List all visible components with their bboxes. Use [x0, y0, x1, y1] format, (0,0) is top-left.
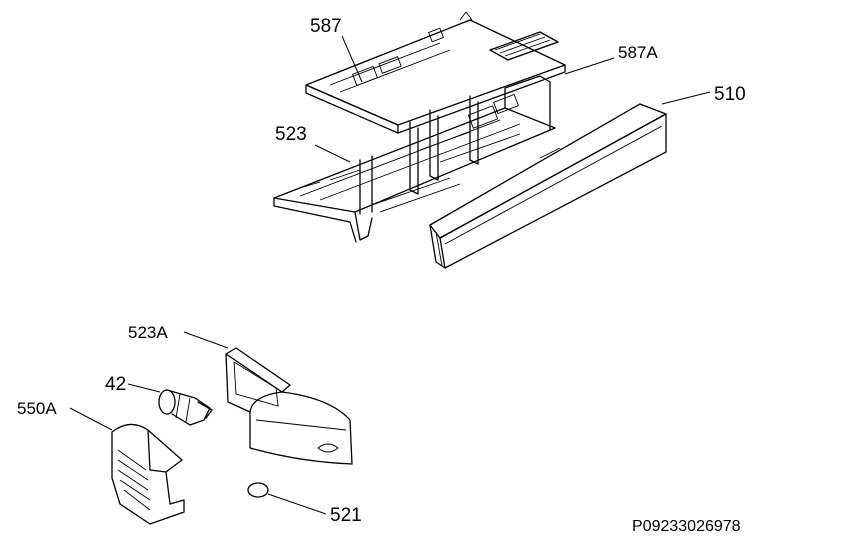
label-521: 521: [330, 505, 362, 526]
part-510-strip: [429, 103, 667, 269]
drawing-code: P09233026978: [632, 518, 741, 535]
label-587A: 587A: [618, 43, 658, 62]
part-521-ring: [247, 482, 269, 498]
label-523: 523: [275, 124, 307, 145]
part-587-circuit-board: [305, 11, 566, 134]
part-550A-cap: [111, 423, 185, 525]
leader-lines: [69, 35, 711, 515]
label-523A: 523A: [128, 323, 168, 342]
label-550A: 550A: [17, 399, 57, 418]
label-510: 510: [714, 84, 746, 105]
part-523-frame: [273, 75, 556, 243]
part-42-holder: [158, 389, 213, 426]
label-42: 42: [105, 374, 126, 395]
label-587: 587: [310, 16, 342, 37]
part-523A-housing: [225, 347, 353, 465]
